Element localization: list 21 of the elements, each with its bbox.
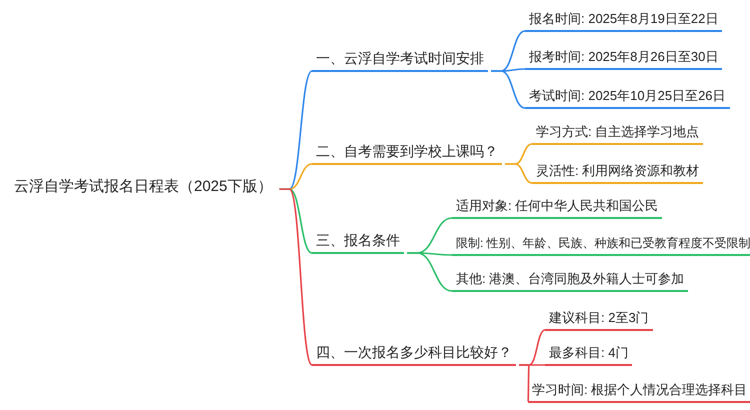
subtopic-label: 最多科目: 4门 [545, 344, 632, 366]
subtopic-label: 适用对象: 任何中华人民共和国公民 [452, 198, 662, 219]
subtopic-label: 报考时间: 2025年8月26日至30日 [525, 48, 722, 70]
subtopic-label: 建议科目: 2至3门 [545, 310, 653, 331]
branch-line [505, 163, 532, 184]
subtopic-label: 学习方式: 自主选择学习地点 [532, 124, 704, 145]
root-topic: 云浮自学考试报名日程表（2025下版） [10, 178, 276, 200]
branch-line [491, 70, 526, 109]
subtopic-label: 报名时间: 2025年8月19日至22日 [525, 10, 722, 32]
subtopic-label: 灵活性: 利用网络资源和教材 [532, 162, 704, 184]
topic-label: 四、一次报名多少科目比较好？ [312, 344, 516, 366]
branch-line [407, 252, 452, 292]
subtopic-label: 学习时间: 根据个人情况合理选择科目 [528, 382, 750, 403]
subtopic-label: 考试时间: 2025年10月25日至26日 [525, 88, 730, 109]
topic-label: 二、自考需要到学校上课吗？ [312, 142, 502, 165]
topic-label: 一、云浮自学考试时间安排 [312, 50, 488, 72]
branch-line [519, 364, 530, 402]
subtopic-label: 限制: 性别、年龄、民族、种族和已受教育程度不受限制 [452, 236, 750, 256]
subtopic-label: 其他: 港澳、台湾同胞及外籍人士可参加 [452, 270, 688, 292]
topic-label: 三、报名条件 [312, 232, 404, 254]
branch-line [279, 188, 313, 366]
